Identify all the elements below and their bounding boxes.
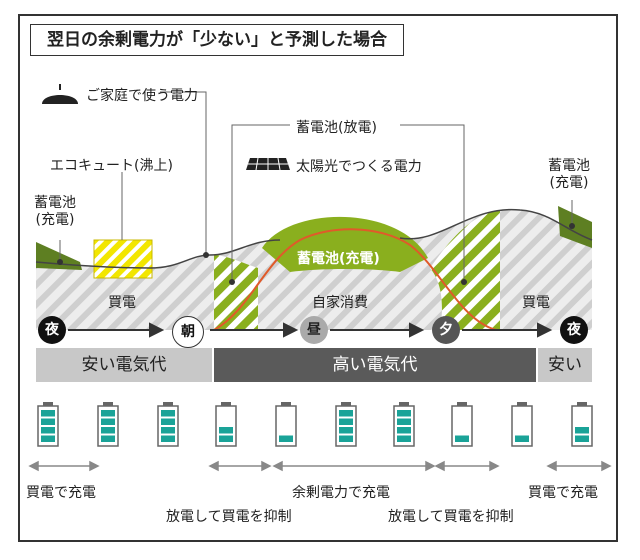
battery-icon [215, 402, 237, 447]
battery-level-segment [41, 410, 55, 417]
solar-panel-icon [246, 157, 290, 171]
price-band-expensive: 高い電気代 [214, 348, 536, 382]
battery-level-segment [575, 435, 589, 442]
battery-icon [97, 402, 119, 447]
battery-level-segment [339, 410, 353, 417]
battery-level-segment [339, 427, 353, 434]
buy-right-label: 買電 [522, 295, 550, 311]
battery-charge-right-label: 蓄電池 (充電) [548, 158, 590, 191]
battery-level-segment [41, 418, 55, 425]
bottom-arrows [28, 460, 612, 472]
battery-level-segment [161, 427, 175, 434]
battery-indicators [37, 402, 593, 447]
battery-discharge-label: 蓄電池(放電) [296, 120, 377, 136]
time-morning: 朝 [172, 316, 204, 348]
battery-charge-mid-label: 蓄電池(充電) [297, 251, 380, 267]
battery-icon [511, 402, 533, 447]
battery-level-segment [339, 418, 353, 425]
diagram-title: 翌日の余剰電力が「少ない」と予測した場合 [30, 24, 404, 56]
battery-discharge-morning [214, 255, 258, 330]
battery-level-segment [41, 435, 55, 442]
solar-generation-curve [213, 228, 497, 331]
battery-icon [451, 402, 473, 447]
battery-charge-mid-shape [262, 216, 428, 272]
battery-discharge-evening [430, 210, 500, 330]
battery-icon [275, 402, 297, 447]
battery-level-segment [161, 435, 175, 442]
pointer-discharge-right [400, 124, 465, 282]
battery-level-segment [515, 435, 529, 442]
pointer-discharge-left [231, 124, 290, 282]
timeline-arrows [68, 322, 553, 338]
time-evening: 夕 [432, 316, 460, 344]
battery-level-segment [219, 435, 233, 442]
battery-charge-left-label: 蓄電池 (充電) [34, 195, 76, 228]
battery-level-segment [397, 410, 411, 417]
legend-solar-label: 太陽光でつくる電力 [296, 159, 422, 175]
battery-icon [393, 402, 415, 447]
battery-level-segment [101, 418, 115, 425]
battery-icon [157, 402, 179, 447]
household-curve [35, 239, 281, 269]
bottom-buy-charge-left: 買電で充電 [26, 485, 96, 501]
buy-left-label: 買電 [108, 295, 136, 311]
battery-level-segment [161, 410, 175, 417]
lamp-icon [42, 84, 78, 104]
battery-icon [571, 402, 593, 447]
battery-icon [37, 402, 59, 447]
pointer-household [160, 91, 207, 255]
bottom-surplus-charge: 余剰電力で充電 [292, 485, 390, 501]
bottom-discharge-suppress-left: 放電して買電を抑制 [166, 509, 292, 525]
time-night-end: 夜 [560, 316, 588, 344]
battery-level-segment [397, 427, 411, 434]
battery-level-segment [455, 435, 469, 442]
battery-level-segment [397, 435, 411, 442]
time-night-start: 夜 [38, 316, 66, 344]
battery-icon [335, 402, 357, 447]
battery-level-segment [101, 427, 115, 434]
battery-level-segment [219, 427, 233, 434]
price-band-cheap-left: 安い電気代 [36, 348, 212, 382]
battery-level-segment [41, 427, 55, 434]
battery-charge-right-shape [558, 206, 592, 248]
battery-level-segment [339, 435, 353, 442]
battery-level-segment [575, 427, 589, 434]
bottom-discharge-suppress-right: 放電して買電を抑制 [388, 509, 514, 525]
legend-household-label: ご家庭で使う電力 [86, 88, 198, 104]
battery-level-segment [161, 418, 175, 425]
household-curve-right [399, 208, 593, 241]
battery-level-segment [397, 418, 411, 425]
price-band-cheap-right: 安い [538, 348, 592, 382]
time-noon: 昼 [300, 316, 328, 344]
battery-level-segment [101, 435, 115, 442]
ecocute-box [93, 239, 153, 279]
battery-level-segment [279, 435, 293, 442]
bottom-buy-charge-right: 買電で充電 [528, 485, 598, 501]
ecocute-label: エコキュート(沸上) [50, 158, 173, 174]
battery-level-segment [101, 410, 115, 417]
self-consumption-label: 自家消費 [312, 295, 368, 311]
